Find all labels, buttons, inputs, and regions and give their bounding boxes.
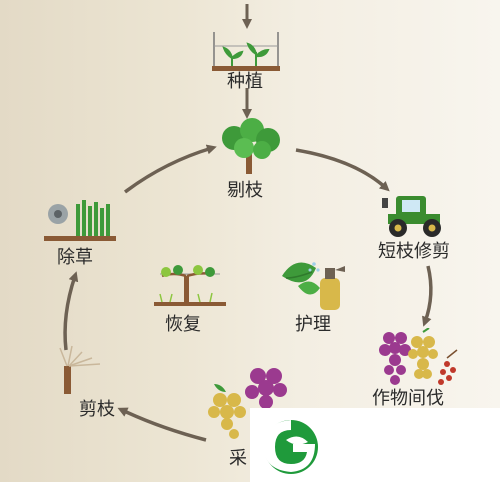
step-intercropping-label: 作物间伐 — [372, 388, 444, 409]
step-disbudding-label: 剔枝 — [227, 180, 263, 201]
step-weeding-label: 除草 — [57, 247, 93, 268]
leafy-vine-icon — [222, 118, 280, 174]
weeding-trimmer-icon — [44, 200, 116, 241]
step-recovery-label: 恢复 — [165, 314, 201, 335]
step-care-label: 护理 — [295, 314, 331, 335]
arrow-shortpruning-to-intercropping — [422, 265, 433, 327]
step-harvest-label: 采 — [229, 448, 247, 469]
recovering-vine-icon — [154, 265, 226, 306]
brand-logo-icon — [263, 420, 318, 474]
harvest-grapes-icon — [208, 368, 287, 439]
step-planting-label: 种植 — [227, 71, 263, 92]
arrow-disbudding-to-shortpruning — [295, 148, 390, 192]
step-pruning-label: 剪枝 — [79, 399, 115, 420]
arrow-weeding-to-disbudding — [123, 144, 217, 194]
arrow-pruning-to-weeding — [63, 271, 79, 351]
step-short-pruning-label: 短枝修剪 — [378, 241, 450, 262]
grape-cluster-icon — [379, 328, 458, 385]
bare-stump-icon — [59, 345, 101, 394]
arrow-harvest-to-pruning — [117, 407, 207, 442]
logo-panel — [250, 408, 500, 482]
tractor-icon — [382, 196, 441, 237]
seedling-icon — [212, 32, 280, 71]
spray-bottle-icon — [282, 262, 345, 310]
